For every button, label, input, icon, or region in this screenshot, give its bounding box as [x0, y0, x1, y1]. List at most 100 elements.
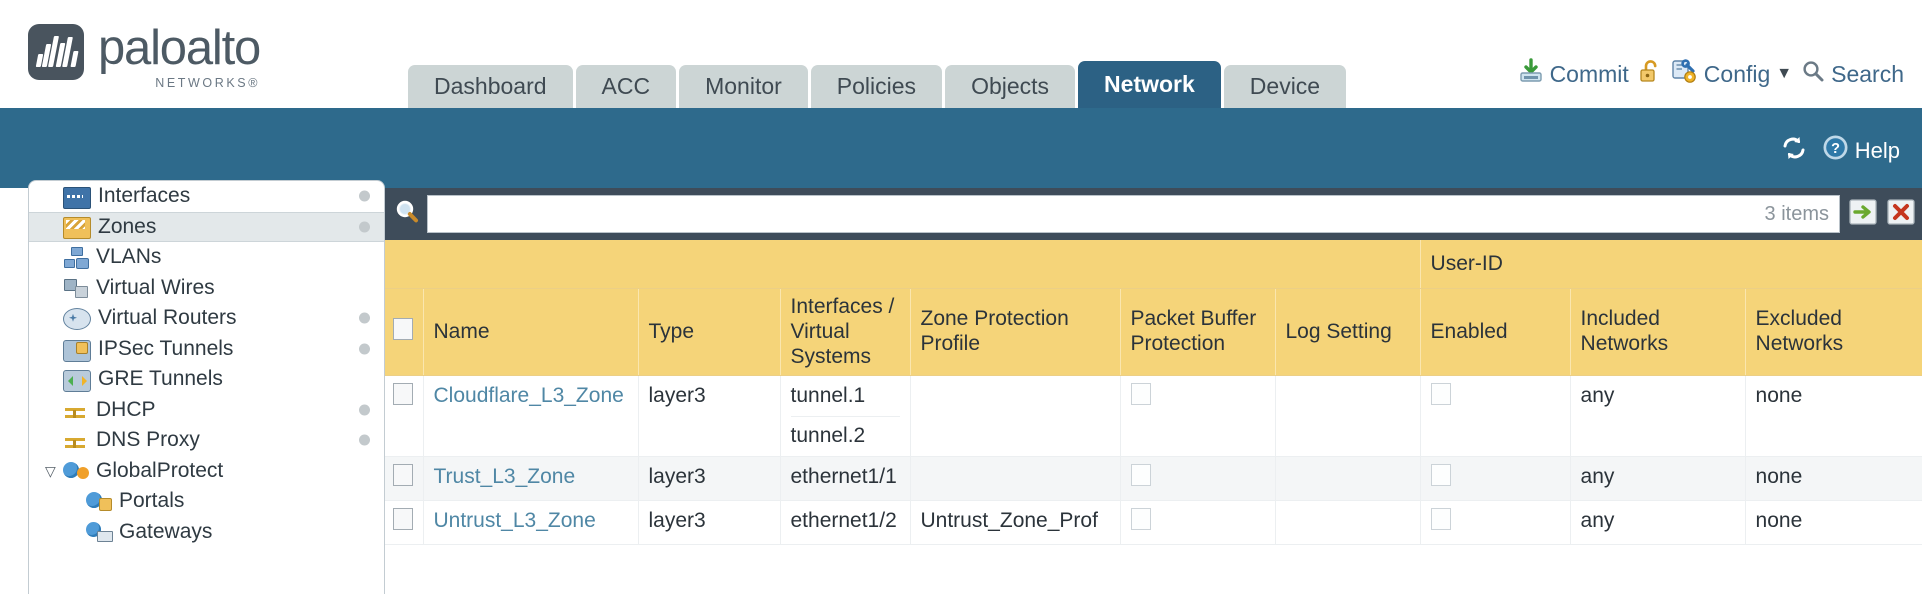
cell-interfaces: ethernet1/2	[780, 500, 911, 546]
user-id-enabled-checkbox[interactable]	[1430, 463, 1451, 486]
status-dot	[359, 190, 370, 202]
tab-network[interactable]: Network	[1078, 61, 1221, 108]
sidebar-label: Gateways	[119, 519, 213, 543]
ipsec-tunnels-icon	[63, 339, 91, 362]
tab-policies[interactable]: Policies	[810, 65, 943, 108]
column-header-enabled[interactable]: Enabled	[1420, 288, 1571, 377]
config-label: Config	[1703, 60, 1771, 87]
vlans-icon	[63, 247, 89, 269]
search-button[interactable]: Search	[1801, 59, 1904, 89]
sidebar-item-dhcp[interactable]: DHCP	[29, 395, 384, 426]
sidebar-item-virtual-wires[interactable]: Virtual Wires	[29, 273, 384, 304]
select-all-checkbox[interactable]	[393, 317, 413, 340]
sidebar-item-gre-tunnels[interactable]: GRE Tunnels	[29, 364, 384, 395]
column-header-excluded-networks[interactable]: Excluded Networks	[1745, 288, 1922, 377]
filter-search-input[interactable]: 3 items	[427, 195, 1840, 233]
config-menu-button[interactable]: Config ▼	[1671, 58, 1792, 90]
refresh-button[interactable]	[1780, 135, 1808, 167]
band-actions: ? Help	[1780, 134, 1900, 167]
help-button[interactable]: ? Help	[1822, 134, 1900, 167]
sidebar-label: IPSec Tunnels	[98, 336, 234, 360]
zone-name-link[interactable]: Untrust_L3_Zone	[433, 509, 596, 533]
column-header-zone-protection-profile[interactable]: Zone Protection Profile	[910, 288, 1121, 377]
tab-dashboard[interactable]: Dashboard	[408, 65, 573, 108]
status-dot	[359, 434, 370, 446]
row-select-checkbox[interactable]	[393, 383, 413, 406]
tab-acc[interactable]: ACC	[575, 65, 677, 108]
config-key-wrench-icon	[1671, 58, 1698, 90]
user-id-enabled-checkbox[interactable]	[1430, 383, 1451, 406]
sidebar-item-portals[interactable]: Portals	[29, 486, 384, 517]
chevron-down-icon[interactable]: ▼	[1776, 65, 1793, 82]
interface-item: tunnel.1	[790, 383, 900, 417]
search-magnifier-icon[interactable]	[393, 198, 421, 231]
interfaces-icon	[63, 187, 91, 210]
user-id-enabled-checkbox[interactable]	[1430, 508, 1451, 531]
column-header-interfaces[interactable]: Interfaces / Virtual Systems	[780, 288, 911, 377]
cell-user-id-enabled	[1420, 500, 1571, 546]
top-header-bar: paloalto NETWORKS® Dashboard ACC Monitor…	[0, 0, 1922, 109]
brand-logo[interactable]: paloalto NETWORKS®	[28, 24, 261, 90]
table-row[interactable]: Cloudflare_L3_Zone layer3 tunnel.1 tunne…	[383, 375, 1922, 457]
expand-triangle-icon[interactable]: ▽	[45, 462, 56, 479]
cell-log-setting	[1275, 456, 1421, 502]
column-header-log-setting[interactable]: Log Setting	[1275, 288, 1421, 377]
cell-user-id-enabled	[1420, 456, 1571, 502]
filter-bar: 3 items	[383, 188, 1922, 240]
row-select-checkbox[interactable]	[393, 508, 413, 531]
cell-name: Cloudflare_L3_Zone	[423, 375, 639, 457]
column-header-type[interactable]: Type	[638, 288, 781, 377]
cell-excluded-networks: none	[1745, 456, 1922, 502]
sidebar-item-virtual-routers[interactable]: Virtual Routers	[29, 303, 384, 334]
zone-name-link[interactable]: Trust_L3_Zone	[433, 464, 576, 488]
select-all-header	[383, 288, 424, 377]
clear-filter-x-icon[interactable]	[1886, 197, 1916, 232]
sidebar-label: GlobalProtect	[96, 458, 224, 482]
tab-monitor[interactable]: Monitor	[679, 65, 808, 108]
apply-filter-arrow-icon[interactable]	[1848, 197, 1878, 232]
column-header-packet-buffer-protection[interactable]: Packet Buffer Protection	[1120, 288, 1276, 377]
sidebar-item-ipsec-tunnels[interactable]: IPSec Tunnels	[29, 334, 384, 365]
column-header-name[interactable]: Name	[423, 288, 639, 377]
table-group-header-row: User-ID	[383, 240, 1922, 289]
cell-packet-buffer-protection	[1120, 456, 1276, 502]
row-select-checkbox[interactable]	[393, 463, 413, 486]
interface-list: ethernet1/1	[791, 464, 900, 490]
interface-item: tunnel.2	[790, 423, 866, 447]
zone-name-link[interactable]: Cloudflare_L3_Zone	[433, 384, 624, 408]
cell-included-networks: any	[1570, 500, 1746, 546]
interface-item: ethernet1/1	[790, 464, 897, 488]
sidebar-label: VLANs	[96, 245, 162, 269]
packet-buffer-protection-checkbox[interactable]	[1130, 508, 1151, 531]
tab-device[interactable]: Device	[1223, 65, 1347, 108]
svg-text:?: ?	[1831, 141, 1840, 157]
commit-button[interactable]: Commit	[1518, 58, 1629, 90]
packet-buffer-protection-checkbox[interactable]	[1130, 463, 1151, 486]
table-row[interactable]: Trust_L3_Zone layer3 ethernet1/1	[383, 456, 1922, 502]
cell-interfaces: tunnel.1 tunnel.2	[780, 375, 911, 457]
column-header-included-networks[interactable]: Included Networks	[1570, 288, 1746, 377]
lock-button[interactable]	[1638, 58, 1662, 90]
help-question-icon: ?	[1822, 134, 1849, 167]
tab-objects[interactable]: Objects	[945, 65, 1076, 108]
sidebar-item-globalprotect[interactable]: ▽ GlobalProtect	[29, 456, 384, 487]
sidebar-item-dns-proxy[interactable]: DNS Proxy	[29, 425, 384, 456]
group-header-user-id: User-ID	[1420, 240, 1922, 289]
search-magnifier-icon	[1801, 59, 1825, 89]
cell-excluded-networks: none	[1745, 500, 1922, 546]
cell-packet-buffer-protection	[1120, 500, 1276, 546]
packet-buffer-protection-checkbox[interactable]	[1130, 383, 1151, 406]
cell-packet-buffer-protection	[1120, 375, 1276, 457]
sidebar-item-vlans[interactable]: VLANs	[29, 242, 384, 273]
cell-type: layer3	[638, 375, 781, 457]
zones-table-container: User-ID Name Type Interfaces / Virtual S…	[383, 240, 1922, 594]
sidebar-item-zones[interactable]: Zones	[29, 211, 384, 242]
zones-table: User-ID Name Type Interfaces / Virtual S…	[383, 240, 1922, 546]
sidebar-item-gateways[interactable]: Gateways	[29, 517, 384, 548]
table-row[interactable]: Untrust_L3_Zone layer3 ethernet1/2 Untru…	[383, 500, 1922, 546]
interface-list: ethernet1/2	[791, 508, 900, 534]
cell-included-networks: any	[1570, 456, 1746, 502]
sidebar-item-interfaces[interactable]: Interfaces	[29, 181, 384, 212]
globalprotect-icon	[63, 461, 89, 481]
cell-type: layer3	[638, 456, 781, 502]
